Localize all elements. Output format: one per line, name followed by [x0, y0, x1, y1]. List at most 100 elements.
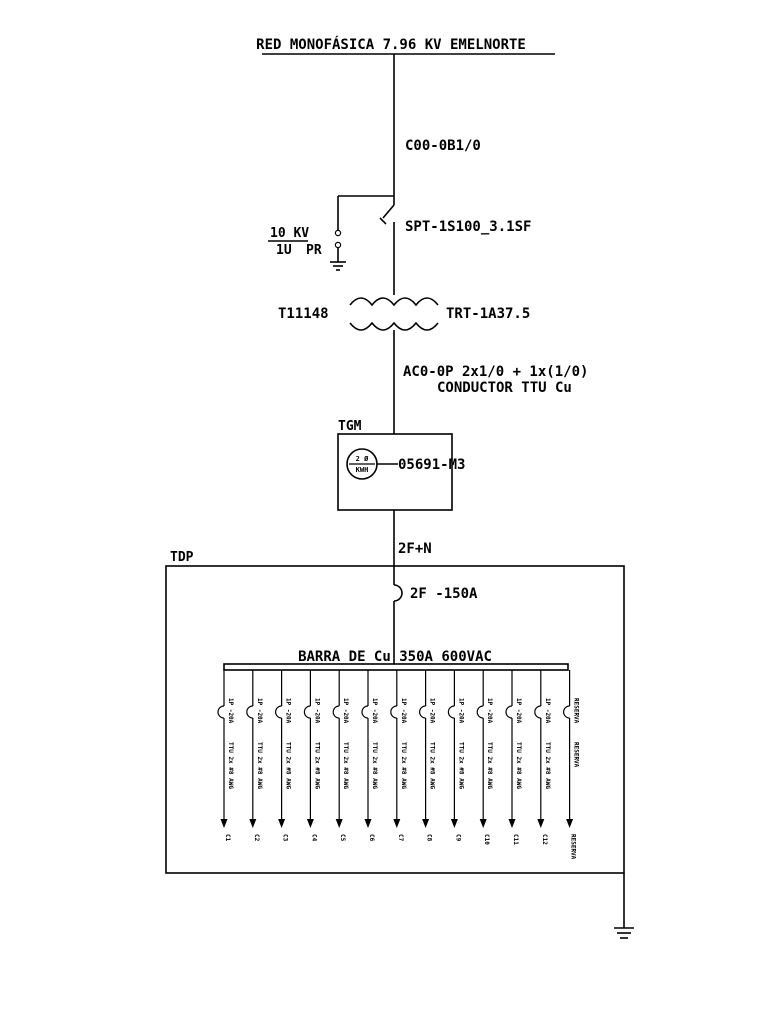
arrow-down-icon [249, 819, 257, 828]
transformer-icon [349, 297, 439, 331]
meter-id-bg [398, 454, 450, 470]
arrow-down-icon [393, 819, 401, 828]
circuit-breaker-icon [332, 705, 340, 719]
circuit-name: C1 [224, 834, 231, 842]
circuit-cable-label: TTU 2x #8 AWG [457, 742, 464, 789]
meter-box [337, 433, 453, 511]
circuit-breaker-label: 1P -20A [515, 698, 522, 724]
circuit-breaker-label: 1P -20A [429, 698, 436, 724]
main-breaker-label: 2F -150A [410, 586, 478, 602]
arrow-down-icon [537, 819, 545, 828]
circuit-breaker-label: 1P -20A [342, 698, 349, 724]
circuit-breaker-label: 1P -20A [486, 698, 493, 724]
arrester-kv: 10 KV [270, 226, 309, 241]
meter-box-label: TGM [338, 419, 362, 434]
meter-phase: 2 Ø [356, 455, 369, 463]
arrow-down-icon [335, 819, 343, 828]
circuit-9: 1P -20A TTU 2x #8 AWG C9 [447, 670, 464, 842]
circuit-name: C4 [310, 834, 317, 842]
circuit-cable-label: TTU 2x #8 AWG [285, 742, 292, 789]
circuit-name: C7 [397, 834, 404, 842]
circuit-breaker-label: 1P -20A [285, 698, 292, 724]
transformer-code: TRT-1A37.5 [446, 306, 530, 322]
circuit-breaker-icon [275, 705, 282, 719]
circuit-cable-label: TTU 2x #8 AWG [342, 742, 349, 789]
circuit-name: C3 [282, 834, 289, 842]
branch-circuits: 1P -20A TTU 2x #8 AWG C1 1P -20A TTU 2x #8 A… [217, 670, 580, 860]
fuse-icon [379, 204, 395, 232]
circuit-8: 1P -20A TTU 2x #8 AWG C8 [419, 670, 436, 842]
arrester-ground-icon [330, 261, 346, 271]
arrow-down-icon [364, 819, 372, 828]
circuit-breaker-label: 1P -20A [400, 698, 407, 724]
circuit-2: 1P -20A TTU 2x #8 AWG C2 [246, 670, 263, 842]
meter-unit: KWH [356, 466, 369, 474]
circuit-cable-label: TTU 2x #8 AWG [227, 742, 234, 789]
circuit-13: RESERVA RESERVA RESERVA [563, 670, 580, 860]
busbar [223, 663, 569, 671]
arrester-terminal-bottom [334, 241, 342, 249]
circuit-breaker-icon [246, 705, 253, 719]
arrow-down-icon [422, 819, 430, 828]
circuit-name: C6 [368, 834, 375, 842]
circuit-breaker-icon [563, 705, 570, 719]
busbar-label: BARRA DE Cu 350A 600VAC [298, 649, 492, 665]
circuit-name: C10 [483, 834, 490, 845]
circuit-cable-label: TTU 2x #8 AWG [256, 742, 263, 789]
circuit-breaker-label: 1P -20A [371, 698, 378, 724]
circuit-breaker-icon [447, 705, 455, 719]
transformer-id: T11148 [278, 306, 329, 322]
panel-label: TDP [170, 550, 194, 565]
circuit-cable-label: TTU 2x #8 AWG [544, 742, 551, 789]
circuit-breaker-label: 1P -20A [544, 698, 551, 724]
arrow-down-icon [278, 819, 286, 828]
circuit-name: C2 [253, 834, 260, 842]
circuit-breaker-label: RESERVA [573, 698, 580, 724]
circuit-cable-label: RESERVA [573, 742, 580, 768]
circuit-name: C11 [512, 834, 519, 845]
fuse-label: SPT-1S100_3.1SF [405, 219, 531, 235]
primary-conductor-label: C00-0B1/0 [405, 138, 481, 154]
circuit-breaker-icon [217, 705, 225, 719]
arrow-down-icon [566, 819, 574, 828]
circuit-12: 1P -20A TTU 2x #8 AWG C12 [534, 670, 551, 845]
meter-id: 05691-M3 [398, 457, 465, 473]
circuit-breaker-icon [390, 705, 397, 719]
circuit-breaker-label: 1P -20A [457, 698, 464, 724]
circuit-breaker-icon [361, 705, 369, 719]
circuit-cable-label: TTU 2x #8 AWG [515, 742, 522, 789]
circuit-breaker-icon [419, 705, 426, 719]
network-label: RED MONOFÁSICA 7.96 KV EMELNORTE [256, 36, 526, 53]
circuit-3: 1P -20A TTU 2x #8 AWG C3 [275, 670, 292, 842]
distribution-panel [165, 565, 625, 874]
circuit-7: 1P -20A TTU 2x #8 AWG C7 [390, 670, 407, 842]
circuit-name: C8 [426, 834, 433, 842]
secondary-conductor-line2: CONDUCTOR TTU Cu [437, 380, 572, 396]
circuit-breaker-icon [505, 705, 513, 719]
circuit-cable-label: TTU 2x #8 AWG [400, 742, 407, 789]
circuit-11: 1P -20A TTU 2x #8 AWG C11 [505, 670, 522, 845]
panel-ground-icon [614, 927, 634, 939]
arrester-terminal-top [334, 229, 342, 237]
circuit-breaker-icon [303, 705, 311, 719]
circuit-breaker-icon [476, 705, 484, 719]
circuit-cable-label: TTU 2x #8 AWG [429, 742, 436, 789]
circuit-6: 1P -20A TTU 2x #8 AWG C6 [361, 670, 378, 842]
circuit-name: RESERVA [570, 834, 577, 860]
arrow-down-icon [306, 819, 314, 828]
circuit-cable-label: TTU 2x #8 AWG [486, 742, 493, 789]
circuit-cable-label: TTU 2x #8 AWG [371, 742, 378, 789]
arrester-code: PR [306, 243, 322, 258]
arrow-down-icon [508, 819, 516, 828]
arrow-down-icon [450, 819, 458, 828]
circuit-name: C9 [454, 834, 461, 842]
arrester-unit: 1U [276, 243, 292, 258]
arrow-down-icon [479, 819, 487, 828]
circuit-breaker-label: 1P -20A [256, 698, 263, 724]
circuit-cable-label: TTU 2x #8 AWG [313, 742, 320, 789]
circuit-name: C12 [541, 834, 548, 845]
